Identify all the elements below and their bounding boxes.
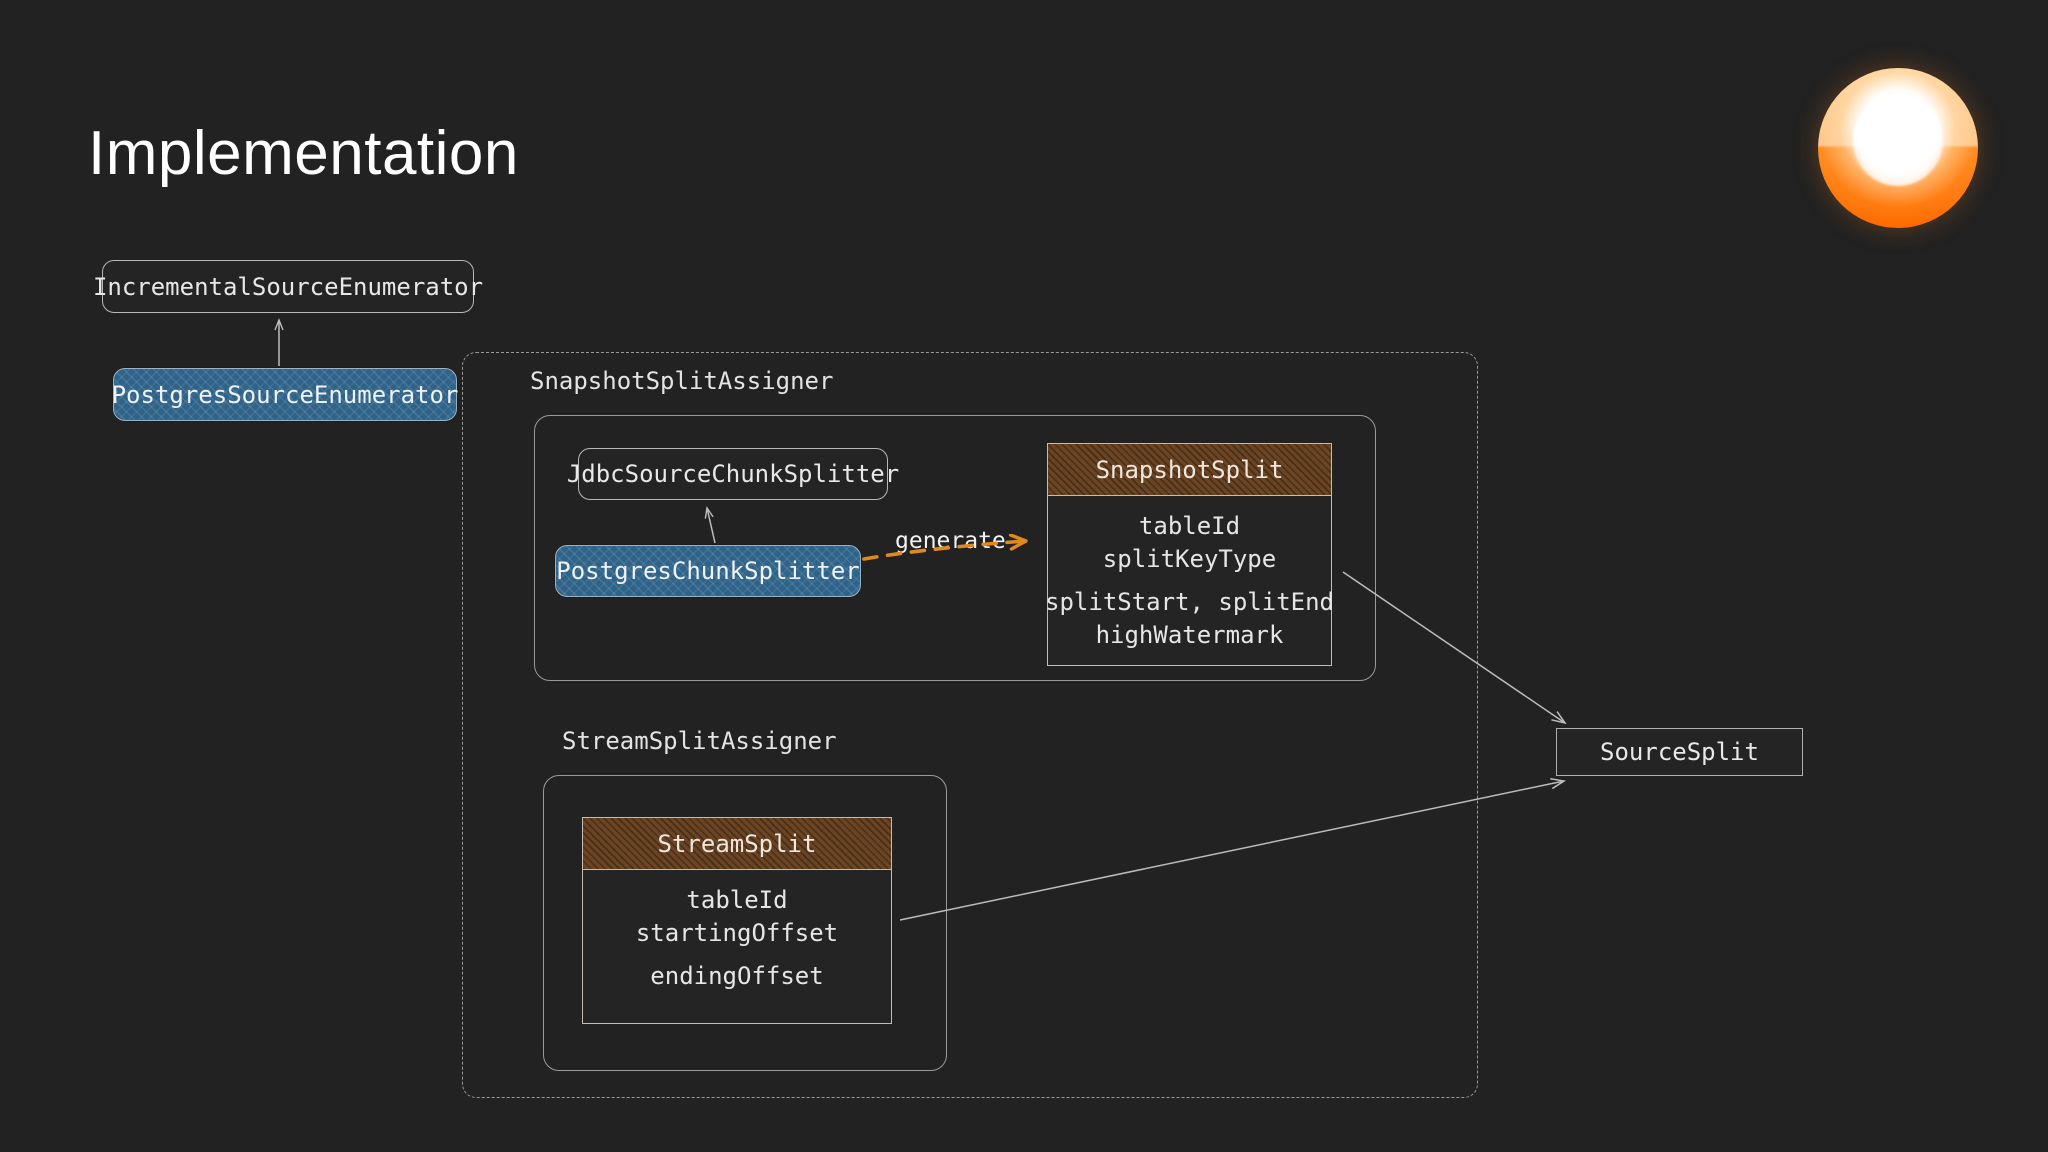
entity-field: startingOffset [635, 919, 839, 948]
node-label: PostgresChunkSplitter [556, 557, 860, 585]
node-label: PostgresSourceEnumerator [111, 380, 459, 409]
outer-assigner-container [462, 352, 1478, 1098]
entity-stream-split-body: tableId startingOffset endingOffset [583, 870, 891, 1023]
entity-field: splitKeyType [1102, 545, 1277, 574]
entity-field: highWatermark [1095, 621, 1284, 650]
node-postgres-source-enumerator[interactable]: PostgresSourceEnumerator [111, 368, 459, 421]
entity-snapshot-split[interactable]: SnapshotSplit tableId splitKeyType split… [1045, 443, 1334, 666]
stream-split-assigner-label: StreamSplitAssigner [562, 727, 837, 755]
entity-stream-split[interactable]: StreamSplit tableId startingOffset endin… [582, 817, 892, 1024]
sunrise-orb-logo-icon [1818, 68, 1978, 228]
entity-field: endingOffset [650, 962, 824, 991]
entity-field: splitStart, splitEnd [1045, 588, 1334, 617]
node-source-split[interactable]: SourceSplit [1556, 728, 1803, 776]
node-label: JdbcSourceChunkSplitter [566, 460, 900, 488]
entity-field: tableId [1138, 512, 1241, 540]
entity-field: tableId [686, 886, 788, 914]
entity-snapshot-split-header: SnapshotSplit [1048, 444, 1331, 496]
snapshot-split-assigner-label: SnapshotSplitAssigner [530, 367, 834, 395]
logo-inner-glow [1853, 93, 1943, 187]
edge-label-generate: generate [895, 528, 1006, 554]
snapshot-split-assigner-container [534, 415, 1376, 681]
stream-split-assigner-container [543, 775, 947, 1071]
node-postgres-chunk-splitter[interactable]: PostgresChunkSplitter [555, 545, 861, 597]
node-label: SourceSplit [1600, 738, 1759, 766]
node-incremental-source-enumerator[interactable]: IncrementalSourceEnumerator [93, 260, 483, 313]
entity-snapshot-split-body: tableId splitKeyType splitStart, splitEn… [1045, 496, 1334, 665]
entity-stream-split-header: StreamSplit [583, 818, 891, 870]
node-label: IncrementalSourceEnumerator [92, 272, 484, 301]
page-title: Implementation [88, 119, 519, 188]
node-jdbc-source-chunk-splitter[interactable]: JdbcSourceChunkSplitter [567, 448, 899, 500]
